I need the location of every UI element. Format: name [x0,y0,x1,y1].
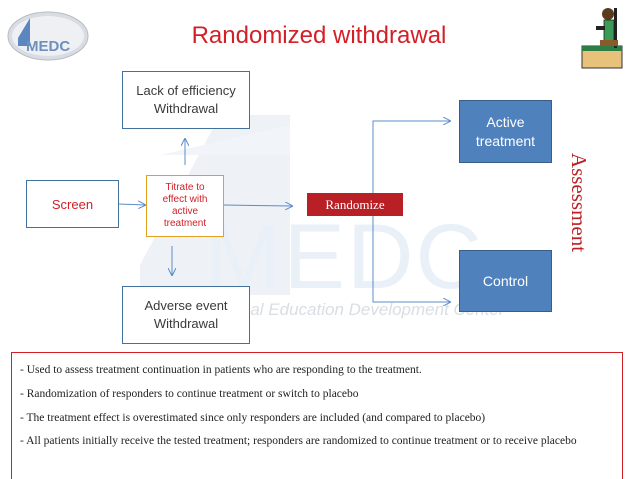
watermark-text: MEDC [205,206,484,308]
connector-randomize-to-active [372,121,450,193]
assessment-label: Assessment [567,152,592,252]
medc-logo: MEDC [6,8,90,62]
randomize-box: Randomize [307,193,403,216]
note-item: - All patients initially receive the tes… [20,435,577,447]
connector-randomize-to-control [372,216,450,302]
notes-box: - Used to assess treatment continuation … [11,352,623,479]
screen-box: Screen [26,180,119,228]
arrow-titrate-to-randomize [223,205,292,206]
adverse-event-withdrawal-box: Adverse event Withdrawal [122,286,250,344]
active-treatment-box: Active treatment [459,100,552,163]
arrow-screen-to-titrate [118,204,145,205]
note-item: - Used to assess treatment continuation … [20,364,422,376]
titrate-box: Titrate to effect with active treatment [146,175,224,237]
note-item: - The treatment effect is overestimated … [20,412,486,424]
watermark-subtext: Medical Education Development Center [205,300,505,319]
page-title: Randomized withdrawal [191,22,447,49]
control-box: Control [459,250,552,312]
logo-text: MEDC [26,38,71,55]
egyptian-figure-icon [578,2,632,72]
lack-of-efficiency-withdrawal-box: Lack of efficiency Withdrawal [122,71,250,129]
assessment-label-container: Assessment [553,126,605,278]
note-item: - Randomization of responders to continu… [20,388,359,400]
